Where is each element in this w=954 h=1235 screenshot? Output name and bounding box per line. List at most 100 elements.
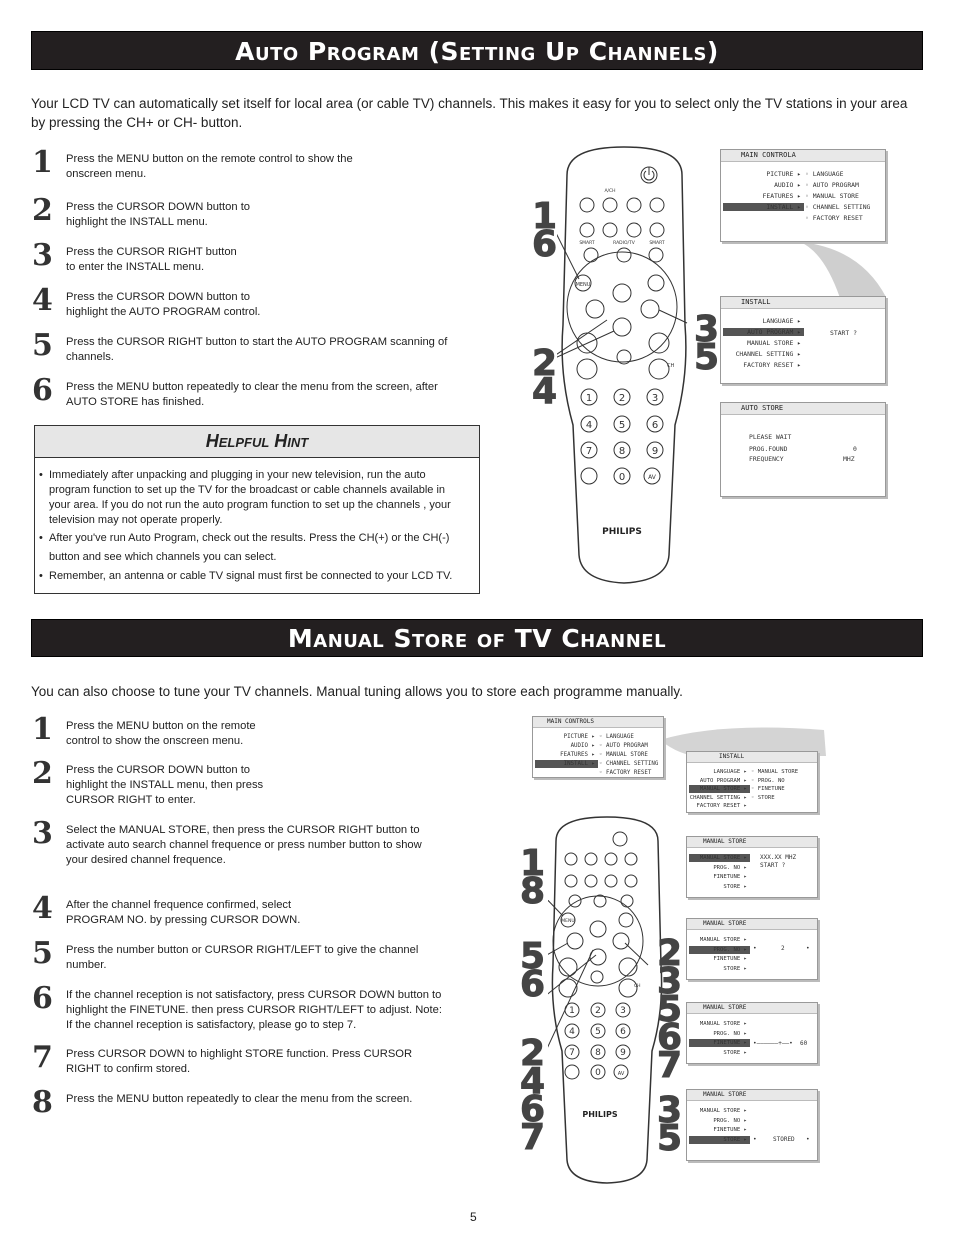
step-text: Press the CURSOR RIGHT button to enter t… xyxy=(66,246,237,273)
osd-main-controls: MAIN CONTROLS PICTURE ▸AUDIO ▸FEATURES ▸… xyxy=(532,716,664,778)
step-text: Press the CURSOR DOWN button to highligh… xyxy=(66,201,251,228)
step-text: After the channel frequence confirmed, s… xyxy=(66,899,301,926)
osd-install-2: INSTALL LANGUAGE ▸AUTO PROGRAM ▸MANUAL S… xyxy=(686,751,818,813)
svg-text:3: 3 xyxy=(620,1006,626,1016)
osd-submenu-item: ◦ PROG. NO xyxy=(751,777,785,784)
svg-text:0: 0 xyxy=(619,472,625,483)
menu-label: MENU xyxy=(576,282,591,288)
osd-menu-item: AUTO PROGRAM ▸ xyxy=(723,328,804,336)
osd-submenu-item: ◦ STORE xyxy=(751,794,775,801)
svg-text:9: 9 xyxy=(652,446,658,457)
osd-menu-item: INSTALL ▸ xyxy=(535,760,598,768)
svg-text:4: 4 xyxy=(586,420,592,431)
svg-text:RADIO/TV: RADIO/TV xyxy=(613,240,636,246)
hint-item: •Remember, an antenna or cable TV signal… xyxy=(39,570,453,582)
step-number: 8 xyxy=(32,1085,53,1120)
step-text: Press the MENU button repeatedly to clea… xyxy=(66,381,438,408)
step-number: 1 xyxy=(32,712,53,747)
svg-text:9: 9 xyxy=(620,1048,626,1058)
osd-menu-item: STORE ▸ xyxy=(723,883,747,890)
osd-submenu-item: ◦ AUTO PROGRAM xyxy=(599,743,648,749)
osd-submenu-item: ◦ FACTORY RESET xyxy=(599,770,652,776)
step-number: 6 xyxy=(32,981,53,1016)
osd-submenu-item: ◦ LANGUAGE xyxy=(599,734,634,740)
osd-menu-item: PICTURE ▸ xyxy=(766,170,801,178)
osd-menu-item: FINETUNE ▸ xyxy=(713,956,747,962)
helpful-hint-title: Helpful Hint xyxy=(35,426,479,458)
osd-menu-item: LANGUAGE ▸ xyxy=(713,769,747,775)
step-number: 4 xyxy=(32,891,53,926)
svg-text:8: 8 xyxy=(595,1048,601,1058)
osd-submenu-item: ◦ MANUAL STORE xyxy=(599,752,648,758)
step-text: Press the MENU button on the remote cont… xyxy=(66,720,256,747)
osd-menu-item: MANUAL STORE ▸ xyxy=(689,854,750,862)
step-text: Press the CURSOR DOWN button to highligh… xyxy=(66,764,264,806)
osd-submenu-item: ◦ FINETUNE xyxy=(751,786,785,792)
osd-menu-item: AUDIO ▸ xyxy=(774,181,801,189)
av-label: AV xyxy=(648,474,657,481)
osd-manual-store-1: MANUAL STORE MANUAL STORE ▸PROG. NO ▸FIN… xyxy=(686,836,818,898)
osd-menu-item: MANUAL STORE ▸ xyxy=(689,785,750,793)
step-text: Press CURSOR DOWN to highlight STORE fun… xyxy=(66,1048,413,1075)
step-text: Press the number button or CURSOR RIGHT/… xyxy=(66,944,419,971)
osd-menu-item: MANUAL STORE ▸ xyxy=(699,1108,747,1114)
osd-auto-store: AUTO STORE PLEASE WAIT PROG.FOUND FREQUE… xyxy=(720,402,886,497)
svg-text:8: 8 xyxy=(619,446,625,457)
section-title-manual-store: Manual Store of TV Channel xyxy=(31,619,923,657)
step-number: 2 xyxy=(32,756,53,791)
osd-menu-item: MANUAL STORE ▸ xyxy=(699,1021,747,1027)
svg-text:5: 5 xyxy=(619,420,625,431)
osd-menu-item: AUTO PROGRAM ▸ xyxy=(699,777,747,784)
step-text: Press the MENU button on the remote cont… xyxy=(66,153,353,180)
svg-text:7: 7 xyxy=(569,1048,575,1058)
svg-text:6: 6 xyxy=(620,1027,626,1037)
svg-text:CH: CH xyxy=(634,983,641,989)
step-text: If the channel reception is not satisfac… xyxy=(66,989,442,1031)
philips-logo: PHILIPS xyxy=(582,1110,617,1119)
osd-menu-item: FINETUNE ▸ xyxy=(713,1127,747,1133)
step-number: 3 xyxy=(32,238,53,273)
step-text: Press the CURSOR RIGHT button to start t… xyxy=(66,336,448,363)
osd-manual-store-3: MANUAL STORE MANUAL STORE ▸PROG. NO ▸FIN… xyxy=(686,1002,818,1064)
svg-text:6: 6 xyxy=(652,420,658,431)
helpful-hint-box: Helpful Hint •Immediately after unpackin… xyxy=(34,425,480,594)
osd-menu-item: LANGUAGE ▸ xyxy=(762,317,801,325)
osd-menu-item: PROG. NO ▸ xyxy=(713,864,747,871)
osd-menu-item: FEATURES ▸ xyxy=(762,192,801,200)
svg-text:SMART: SMART xyxy=(579,240,595,246)
intro-manual-store: You can also choose to tune your TV chan… xyxy=(31,684,683,699)
osd-submenu-item: ◦ FACTORY RESET xyxy=(805,214,863,222)
ch-label: CH xyxy=(667,363,674,369)
osd-submenu-item: ◦ MANUAL STORE xyxy=(805,192,859,200)
step-text: Select the MANUAL STORE, then press the … xyxy=(66,824,422,866)
osd-menu-item: CHANNEL SETTING ▸ xyxy=(735,350,801,358)
svg-text:4: 4 xyxy=(569,1027,575,1037)
osd-menu-item: STORE ▸ xyxy=(689,1135,750,1144)
osd-menu-item: MANUAL STORE ▸ xyxy=(699,937,747,943)
menu-connector-2 xyxy=(660,727,826,756)
osd-menu-item: FINETUNE ▸ xyxy=(689,1039,750,1047)
page-number: 5 xyxy=(470,1210,477,1224)
philips-logo: PHILIPS xyxy=(602,527,642,537)
osd-menu-item: INSTALL ▸ xyxy=(723,203,804,211)
step-number: 1 xyxy=(32,145,53,180)
svg-text:0: 0 xyxy=(595,1068,601,1078)
svg-text:7: 7 xyxy=(586,446,592,457)
osd-submenu-item: ◦ LANGUAGE xyxy=(805,170,844,178)
osd-menu-item: PROG. NO ▸ xyxy=(713,1117,747,1124)
osd-menu-item: FEATURES ▸ xyxy=(560,752,595,758)
intro-auto-program: Your LCD TV can automatically set itself… xyxy=(31,96,908,130)
osd-menu-item: PROG. NO ▸ xyxy=(689,945,750,954)
step-number: 2 xyxy=(32,193,53,228)
svg-text:2: 2 xyxy=(619,393,625,404)
osd-menu-item: FACTORY RESET ▸ xyxy=(696,803,747,809)
